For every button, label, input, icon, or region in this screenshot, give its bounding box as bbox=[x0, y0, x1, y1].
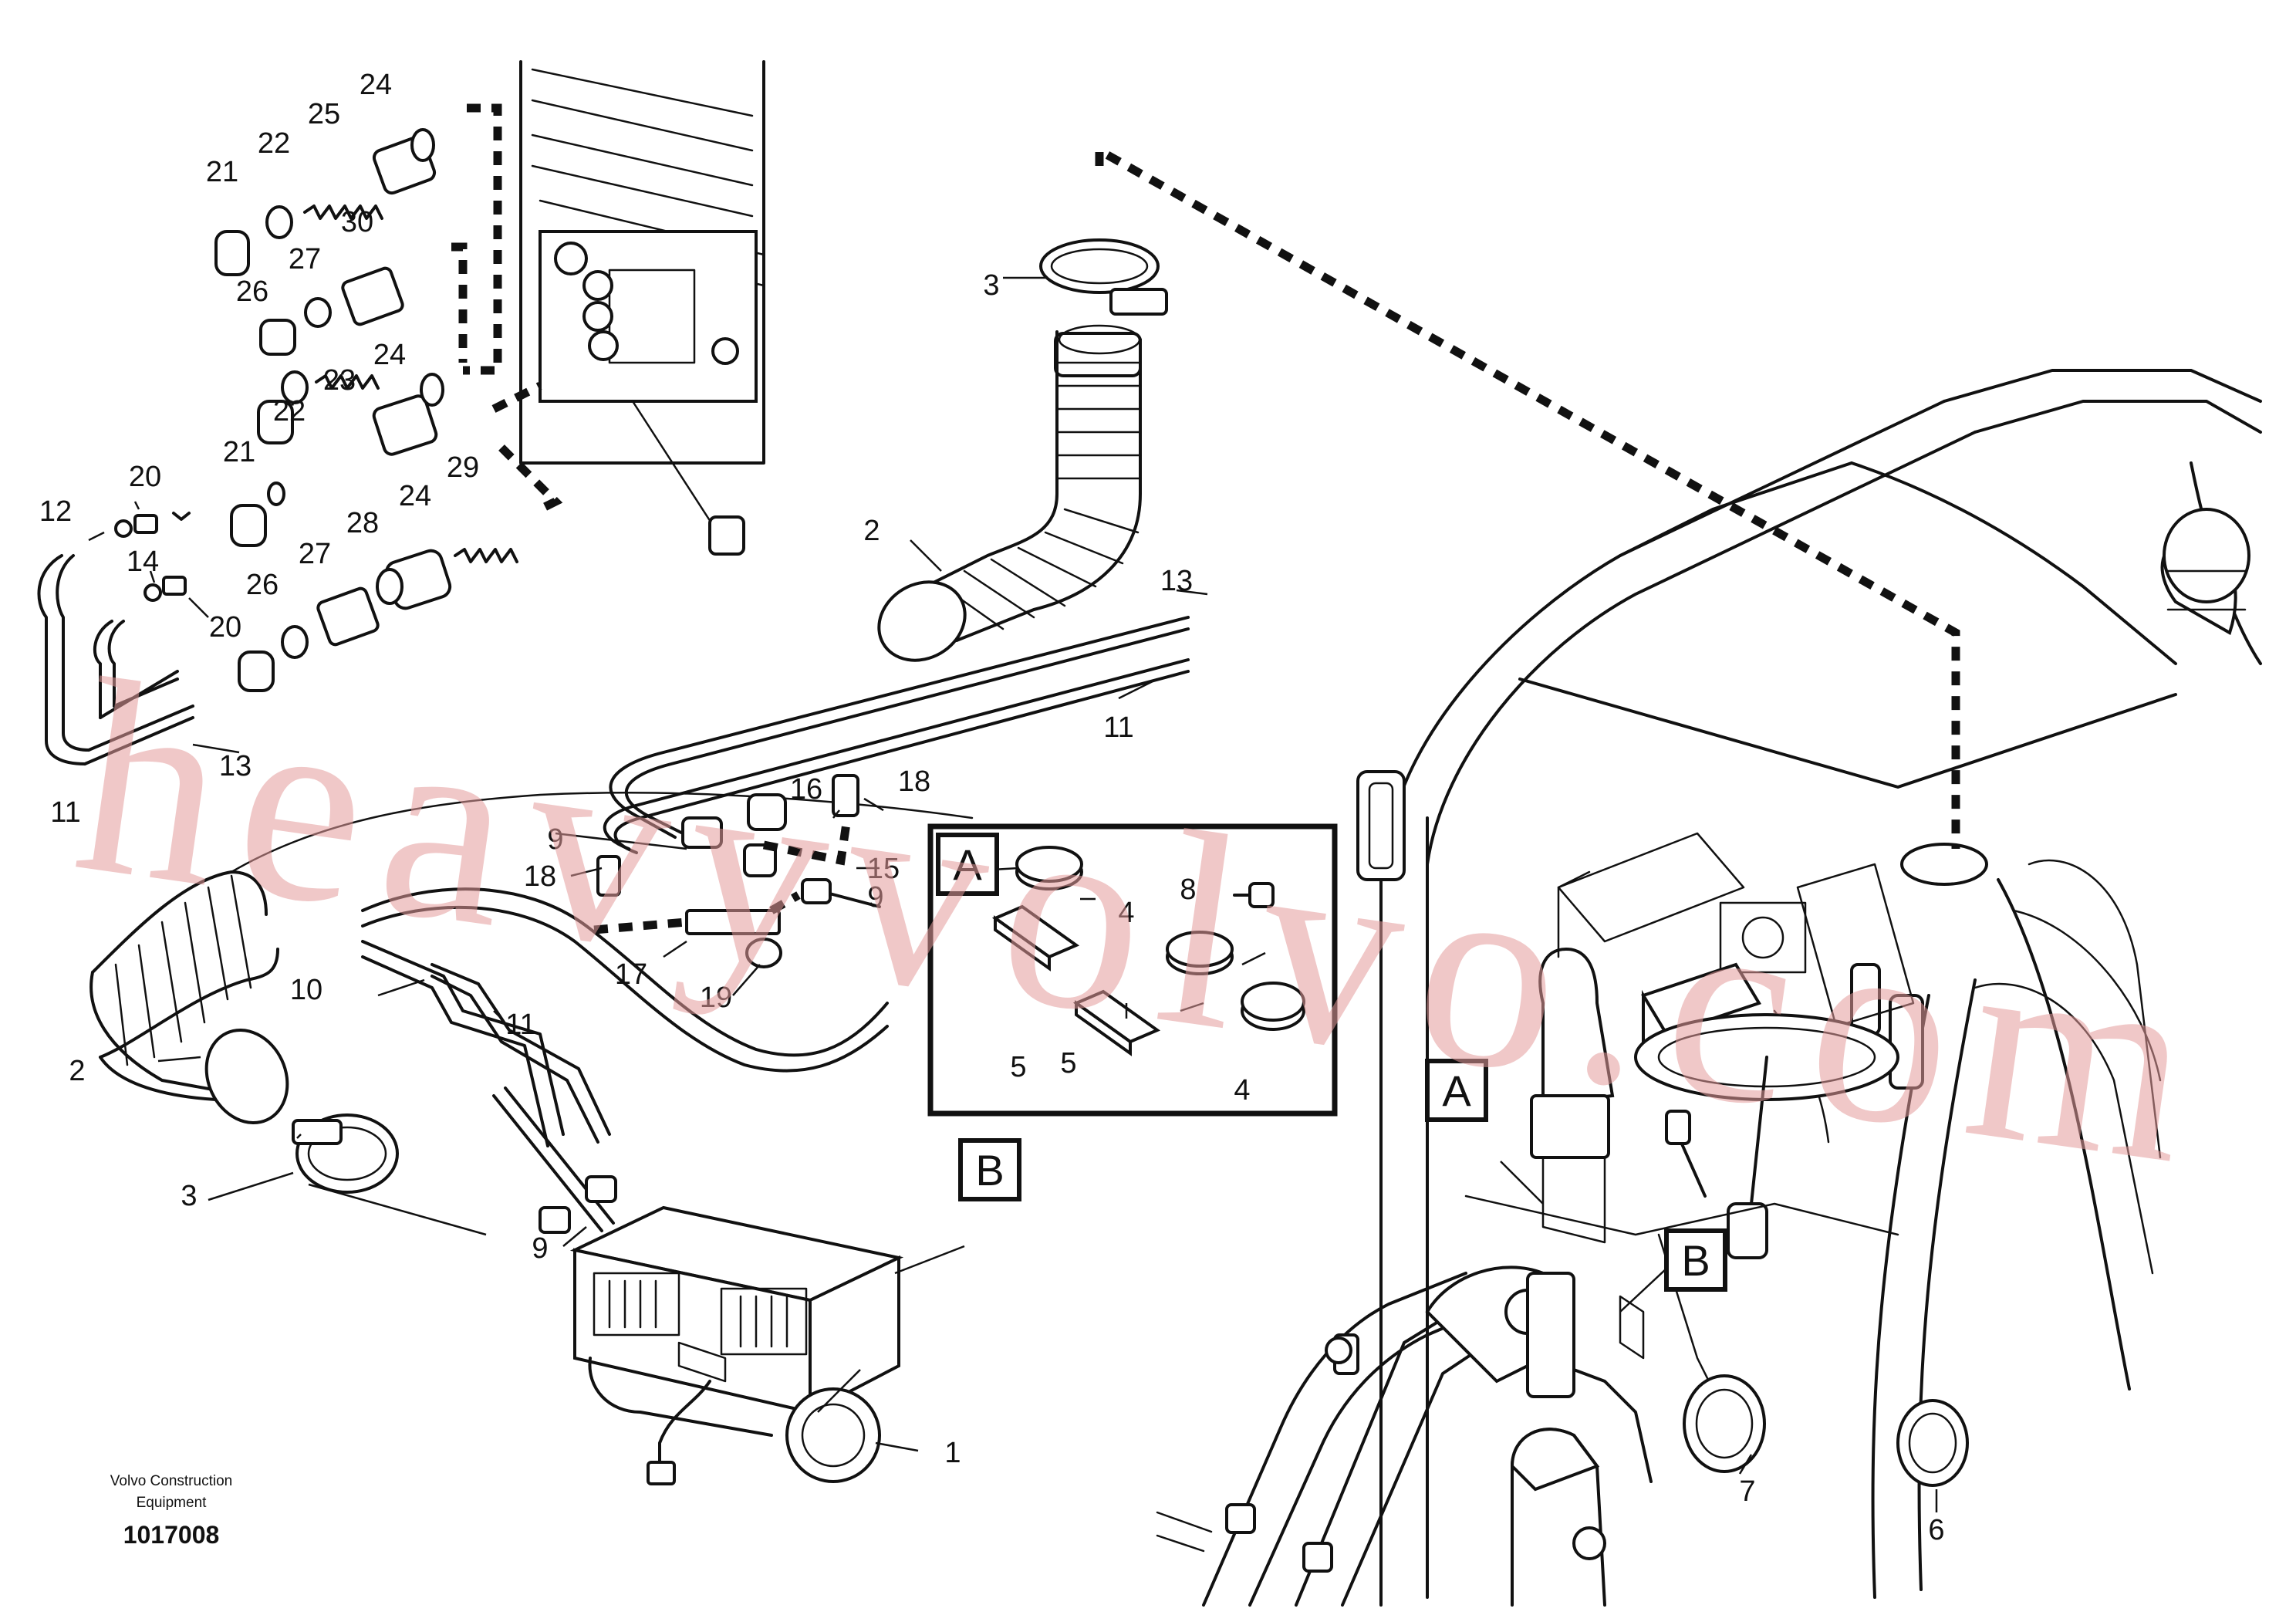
credit-block: Volvo Construction Equipment 1017008 bbox=[110, 1473, 232, 1549]
callout-13: 13 bbox=[219, 750, 252, 782]
fittings-row-2 bbox=[259, 266, 404, 356]
callout-26: 26 bbox=[236, 275, 268, 308]
callout-18: 18 bbox=[898, 765, 930, 798]
fittings-row-1 bbox=[214, 128, 437, 276]
callout-27: 27 bbox=[289, 243, 321, 275]
callout-9: 9 bbox=[532, 1232, 548, 1265]
callout-4: 4 bbox=[1234, 1074, 1250, 1107]
loader-arms bbox=[1156, 1265, 1653, 1607]
hydraulic-hoses bbox=[37, 554, 194, 765]
blower-unit bbox=[569, 1205, 904, 1485]
callout-2: 2 bbox=[69, 1055, 85, 1087]
detail-labels: A B A B bbox=[936, 833, 1727, 1292]
callout-1: 1 bbox=[944, 1437, 961, 1469]
grommets bbox=[1683, 1374, 1969, 1487]
detail-label-b-cab: B bbox=[1681, 1236, 1710, 1285]
clamps-center bbox=[539, 774, 881, 1234]
detail-label-b-blower: B bbox=[975, 1146, 1004, 1195]
fittings-row-3 bbox=[257, 370, 444, 456]
callout-11: 11 bbox=[505, 1009, 535, 1041]
callout-numbers: 1 2 2 3 3 4 4 5 5 6 7 8 9 9 9 10 11 11 1… bbox=[39, 69, 1945, 1546]
callout-6: 6 bbox=[1928, 1514, 1944, 1546]
detail-label-a-cab: A bbox=[1442, 1066, 1471, 1115]
fittings-row-4 bbox=[230, 482, 518, 647]
credit-line-1: Volvo Construction bbox=[110, 1473, 232, 1489]
callout-18: 18 bbox=[524, 860, 556, 893]
callout-14: 14 bbox=[127, 546, 159, 578]
callout-30: 30 bbox=[341, 206, 373, 238]
callout-21: 21 bbox=[206, 156, 238, 188]
callout-20: 20 bbox=[209, 611, 241, 644]
callout-21: 21 bbox=[223, 436, 255, 468]
callout-24: 24 bbox=[399, 480, 431, 512]
callout-7: 7 bbox=[1739, 1475, 1755, 1508]
drawing-number: 1017008 bbox=[123, 1521, 220, 1549]
callout-28: 28 bbox=[346, 507, 379, 539]
callout-23: 23 bbox=[323, 364, 356, 397]
callout-24: 24 bbox=[373, 339, 406, 371]
callout-5: 5 bbox=[1060, 1047, 1076, 1080]
callout-3: 3 bbox=[181, 1180, 197, 1212]
callout-17: 17 bbox=[615, 958, 647, 991]
callout-15: 15 bbox=[867, 853, 900, 885]
cab-interior bbox=[1464, 832, 2162, 1452]
engine-block bbox=[519, 60, 765, 556]
callout-3: 3 bbox=[983, 269, 999, 302]
fittings-row-5 bbox=[238, 625, 309, 692]
callout-29: 29 bbox=[447, 451, 479, 484]
callout-4: 4 bbox=[1118, 897, 1134, 929]
duct-upper bbox=[877, 238, 1168, 662]
callout-22: 22 bbox=[258, 127, 290, 160]
callout-11: 11 bbox=[50, 796, 80, 829]
callout-12: 12 bbox=[39, 495, 72, 528]
callout-10: 10 bbox=[290, 974, 322, 1006]
leader-lines bbox=[88, 276, 1938, 1512]
callout-24: 24 bbox=[360, 69, 392, 101]
callout-26: 26 bbox=[246, 569, 279, 601]
callout-20: 20 bbox=[129, 461, 161, 493]
callout-9: 9 bbox=[867, 881, 883, 914]
callout-16: 16 bbox=[790, 773, 822, 806]
callout-11: 11 bbox=[1103, 711, 1133, 744]
callout-8: 8 bbox=[1180, 874, 1196, 906]
dashed-reference-lines bbox=[451, 103, 1960, 849]
callout-13: 13 bbox=[1160, 565, 1193, 597]
small-adapters bbox=[114, 512, 191, 602]
callout-9: 9 bbox=[547, 823, 563, 856]
detail-label-a-box: A bbox=[953, 840, 982, 889]
callout-2: 2 bbox=[863, 515, 880, 547]
callout-25: 25 bbox=[308, 98, 340, 130]
callout-22: 22 bbox=[273, 395, 306, 427]
callout-5: 5 bbox=[1010, 1051, 1026, 1083]
callout-27: 27 bbox=[299, 538, 331, 570]
detail-box-a bbox=[927, 823, 1338, 1117]
callout-19: 19 bbox=[700, 982, 732, 1014]
duct-lower bbox=[89, 870, 399, 1194]
credit-line-2: Equipment bbox=[137, 1495, 208, 1511]
cab-structure bbox=[1356, 369, 2262, 1607]
